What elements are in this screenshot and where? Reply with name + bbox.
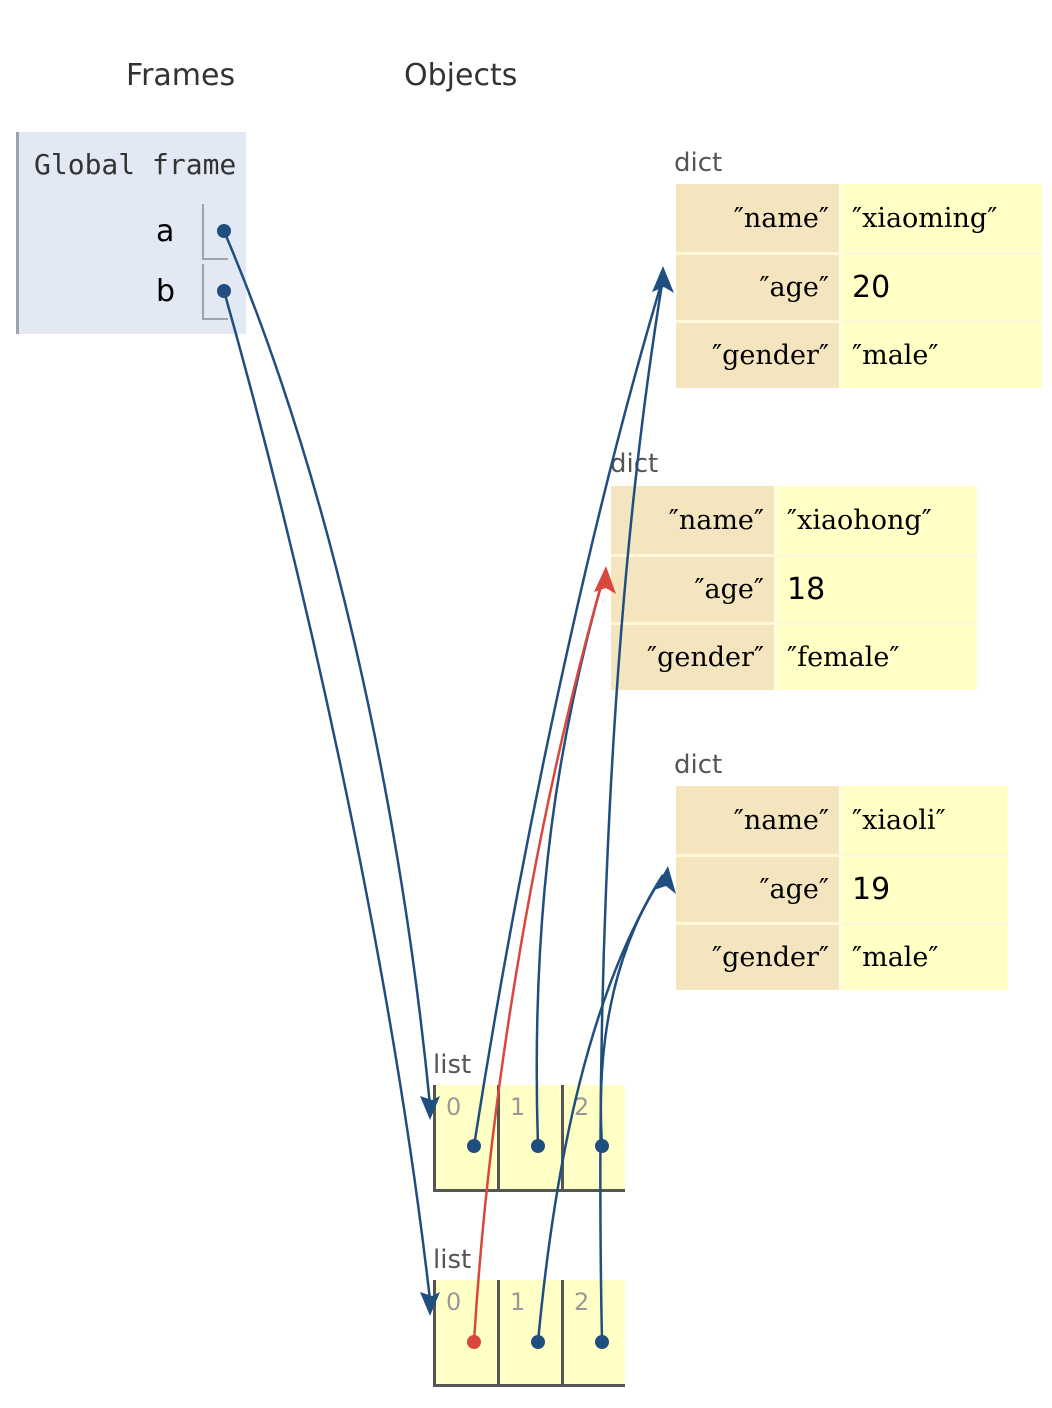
- dict-entry: ″name″ ″xiaoli″: [676, 786, 1008, 854]
- dict-3: ″name″ ″xiaoli″ ″age″ 19 ″gender″ ″male″: [676, 786, 1008, 990]
- variable-a-name: a: [156, 214, 175, 249]
- variable-a-pointer-slot: [202, 204, 228, 260]
- dict-value: ″male″: [842, 922, 1008, 990]
- list-index: 1: [510, 1288, 526, 1316]
- dict-entry: ″age″ 20: [676, 252, 1042, 320]
- pointer-b-to-list-2: [222, 290, 432, 1301]
- list-2-type-label: list: [433, 1245, 472, 1275]
- pointer-list2-0-to-dict-2: [472, 574, 606, 1343]
- dict-entry: ″name″ ″xiaoming″: [676, 184, 1042, 252]
- dict-key: ″name″: [611, 486, 777, 554]
- global-frame: Global frame: [16, 132, 246, 334]
- dict-entry: ″gender″ ″female″: [611, 622, 977, 690]
- variable-b-name: b: [156, 274, 176, 309]
- pointer-list1-1-to-dict-2: [535, 574, 606, 1147]
- variable-b-pointer-slot: [202, 264, 228, 320]
- pointer-list1-0-to-dict-1: [472, 277, 665, 1147]
- dict-key: ″name″: [676, 786, 842, 854]
- dict-key: ″age″: [611, 554, 777, 622]
- dict-key: ″gender″: [676, 922, 842, 990]
- list-cell: 0: [433, 1280, 497, 1384]
- list-1: 0 1 2: [433, 1085, 625, 1192]
- dict-key: ″age″: [676, 252, 842, 320]
- dict-entry: ″age″ 19: [676, 854, 1008, 922]
- list-cell: 1: [497, 1085, 561, 1189]
- list-cell: 1: [497, 1280, 561, 1384]
- list-1-type-label: list: [433, 1050, 472, 1080]
- arrowhead-dict-1: [652, 266, 674, 293]
- dict-value: 19: [842, 854, 1008, 922]
- list-index: 0: [446, 1093, 462, 1121]
- dict-value: ″xiaoli″: [842, 786, 1008, 854]
- dict-value: 18: [777, 554, 977, 622]
- arrowhead-dict-3: [654, 866, 676, 894]
- frames-header: Frames: [126, 58, 236, 93]
- dict-value: ″male″: [842, 320, 1042, 388]
- dict-value: ″xiaoming″: [842, 184, 1042, 252]
- list-index: 0: [446, 1288, 462, 1316]
- dict-value: ″xiaohong″: [777, 486, 977, 554]
- objects-header: Objects: [404, 58, 518, 93]
- dict-2-type-label: dict: [610, 449, 659, 479]
- list-cell: 2: [561, 1280, 625, 1384]
- dict-entry: ″gender″ ″male″: [676, 922, 1008, 990]
- dict-entry: ″name″ ″xiaohong″: [611, 486, 977, 554]
- dict-value: 20: [842, 252, 1042, 320]
- list-index: 1: [510, 1093, 526, 1121]
- dict-1-type-label: dict: [674, 148, 723, 178]
- pointer-a-to-list-1: [222, 230, 432, 1106]
- list-2: 0 1 2: [433, 1280, 625, 1387]
- dict-entry: ″age″ 18: [611, 554, 977, 622]
- dict-2: ″name″ ″xiaohong″ ″age″ 18 ″gender″ ″fem…: [611, 486, 977, 690]
- dict-key: ″gender″: [611, 622, 777, 690]
- dict-key: ″name″: [676, 184, 842, 252]
- list-cell: 2: [561, 1085, 625, 1189]
- dict-1: ″name″ ″xiaoming″ ″age″ 20 ″gender″ ″mal…: [676, 184, 1042, 388]
- dict-key: ″gender″: [676, 320, 842, 388]
- list-cell: 0: [433, 1085, 497, 1189]
- global-frame-title: Global frame: [34, 148, 237, 181]
- dict-key: ″age″: [676, 854, 842, 922]
- list-index: 2: [574, 1288, 590, 1316]
- dict-entry: ″gender″ ″male″: [676, 320, 1042, 388]
- dict-3-type-label: dict: [674, 750, 723, 780]
- list-index: 2: [574, 1093, 590, 1121]
- dict-value: ″female″: [777, 622, 977, 690]
